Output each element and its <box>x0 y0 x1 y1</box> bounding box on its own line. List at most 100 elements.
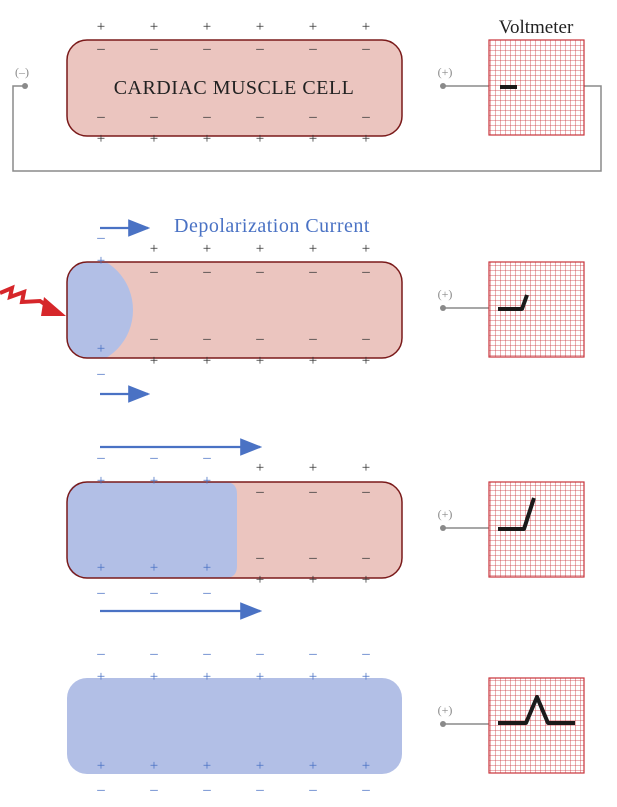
plus-charge: + <box>150 669 158 685</box>
plus-charge: + <box>362 460 370 476</box>
minus-charge: – <box>149 450 158 466</box>
plus-charge: + <box>97 131 105 147</box>
membrane-charges: ++++++––––––––––––++++++ <box>96 19 370 147</box>
minus-charge: – <box>202 450 211 466</box>
minus-charge: – <box>361 646 370 662</box>
minus-charge: – <box>255 484 264 500</box>
minus-charge: – <box>361 550 370 566</box>
plus-charge: + <box>150 241 158 257</box>
plus-charge: + <box>309 572 317 588</box>
plus-charge: + <box>97 473 105 489</box>
voltmeter-trace <box>498 497 536 531</box>
minus-charge: – <box>361 331 370 347</box>
stage-depolarization-halfway: (+) –––++++++–––+++––––––+++ <box>66 438 585 620</box>
minus-charge: – <box>96 450 105 466</box>
minus-charge: – <box>149 331 158 347</box>
minus-charge: – <box>96 782 105 798</box>
negative-electrode <box>22 83 28 89</box>
plus-charge: + <box>362 758 370 774</box>
plus-charge: + <box>309 19 317 35</box>
plus-charge: + <box>97 253 105 269</box>
plus-charge: + <box>203 669 211 685</box>
positive-terminal-label: (+) <box>438 65 453 79</box>
stage-depolarization-start: Depolarization Current (+) – + + + + + + – – – – – +… <box>0 215 585 403</box>
minus-charge: – <box>96 366 105 382</box>
minus-charge: – <box>202 646 211 662</box>
minus-charge: – <box>255 550 264 566</box>
positive-terminal-label: (+) <box>438 287 453 301</box>
minus-charge: – <box>96 41 105 57</box>
depolarized-region <box>67 482 237 578</box>
voltmeter-trace <box>498 294 529 311</box>
plus-charge: + <box>256 131 264 147</box>
membrane-charges: –––++++++–––+++––––––+++ <box>96 450 370 601</box>
plus-charge: + <box>203 353 211 369</box>
minus-charge: – <box>149 585 158 601</box>
minus-charge: – <box>149 264 158 280</box>
minus-charge: – <box>149 109 158 125</box>
minus-charge: – <box>308 782 317 798</box>
plus-charge: + <box>97 341 105 357</box>
plus-charge: + <box>150 473 158 489</box>
stimulus-zigzag-arrow-icon <box>0 284 66 316</box>
positive-terminal-label: (+) <box>438 703 453 717</box>
plus-charge: + <box>362 669 370 685</box>
voltmeter-screen <box>488 677 585 774</box>
plus-charge: + <box>309 353 317 369</box>
minus-charge: – <box>255 646 264 662</box>
plus-charge: + <box>256 669 264 685</box>
plus-charge: + <box>97 669 105 685</box>
plus-charge: + <box>256 353 264 369</box>
depolarization-current-label: Depolarization Current <box>174 215 370 237</box>
plus-charge: + <box>97 560 105 576</box>
plus-charge: + <box>203 241 211 257</box>
minus-charge: – <box>255 264 264 280</box>
minus-charge: – <box>255 109 264 125</box>
stage-resting: (–) (+) CARDIAC MUSCLE CELL Voltmeter ++… <box>12 17 602 172</box>
minus-charge: – <box>361 484 370 500</box>
minus-charge: – <box>96 646 105 662</box>
positive-terminal-label: (+) <box>438 507 453 521</box>
minus-charge: – <box>149 41 158 57</box>
minus-charge: – <box>255 41 264 57</box>
voltmeter-trace <box>498 695 575 725</box>
cell-label: CARDIAC MUSCLE CELL <box>114 77 355 99</box>
minus-charge: – <box>149 646 158 662</box>
plus-charge: + <box>203 758 211 774</box>
depolarized-region <box>67 262 133 358</box>
positive-electrode <box>440 721 446 727</box>
minus-charge: – <box>308 264 317 280</box>
voltmeter-screen <box>488 261 585 358</box>
plus-charge: + <box>309 669 317 685</box>
minus-charge: – <box>96 230 105 246</box>
plus-charge: + <box>256 460 264 476</box>
plus-charge: + <box>150 19 158 35</box>
plus-charge: + <box>362 19 370 35</box>
plus-charge: + <box>362 241 370 257</box>
cardiac-muscle-cell <box>67 262 402 358</box>
plus-charge: + <box>362 572 370 588</box>
plus-charge: + <box>256 572 264 588</box>
voltmeter-screen <box>488 39 585 136</box>
plus-charge: + <box>309 758 317 774</box>
minus-charge: – <box>96 585 105 601</box>
plus-charge: + <box>97 19 105 35</box>
membrane-charges: ––––––++++++++++++–––––– <box>96 646 370 798</box>
plus-charge: + <box>150 353 158 369</box>
plus-charge: + <box>203 19 211 35</box>
minus-charge: – <box>361 109 370 125</box>
minus-charge: – <box>202 264 211 280</box>
minus-charge: – <box>308 550 317 566</box>
cardiac-muscle-cell <box>66 39 403 137</box>
plus-charge: + <box>203 131 211 147</box>
minus-charge: – <box>308 41 317 57</box>
minus-charge: – <box>308 109 317 125</box>
cardiac-muscle-cell <box>67 678 402 774</box>
plus-charge: + <box>256 19 264 35</box>
plus-charge: + <box>97 758 105 774</box>
plus-charge: + <box>362 353 370 369</box>
minus-charge: – <box>202 331 211 347</box>
minus-charge: – <box>361 41 370 57</box>
minus-charge: – <box>255 331 264 347</box>
minus-charge: – <box>202 585 211 601</box>
